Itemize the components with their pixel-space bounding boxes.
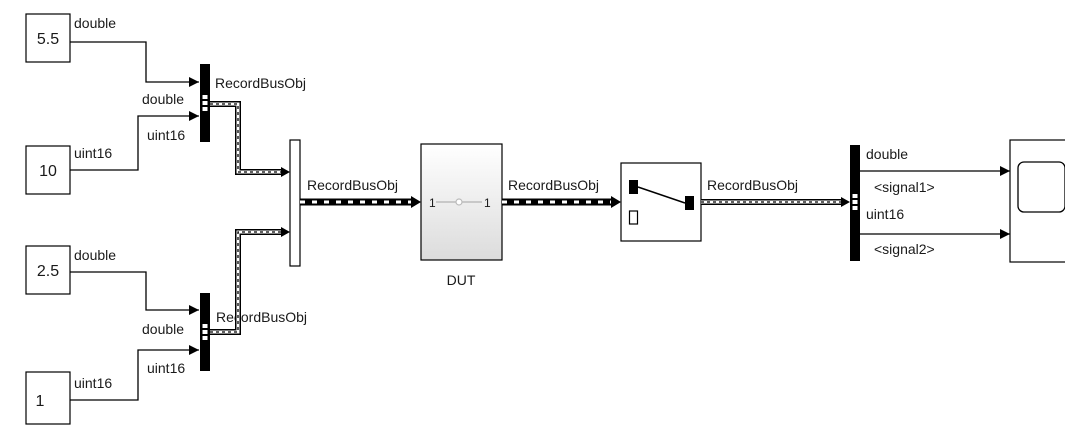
signal-type-label: uint16 (74, 145, 112, 161)
constant-block-2[interactable]: 10 (25, 145, 71, 195)
bus-label: RecordBusObj (707, 177, 798, 193)
constant-value: 5.5 (37, 31, 59, 48)
signal-type-label: uint16 (74, 375, 112, 391)
port-label: double (142, 321, 184, 337)
vector-concatenate-block[interactable] (289, 139, 301, 267)
bus-line[interactable] (210, 101, 290, 177)
signal-line[interactable] (70, 41, 199, 87)
dut-subsystem-block[interactable]: 1 1 (420, 143, 503, 261)
bus-label: RecordBusObj (508, 177, 599, 193)
bus-line[interactable] (300, 196, 421, 208)
bus-creator-top[interactable] (200, 64, 210, 142)
bus-line[interactable] (701, 197, 850, 207)
bus-selector-block[interactable] (850, 145, 860, 261)
bus-label: RecordBusObj (216, 309, 307, 325)
port-label: double (866, 146, 908, 162)
dut-name-label: DUT (447, 272, 476, 288)
bus-label: RecordBusObj (307, 177, 398, 193)
scope-block[interactable] (1009, 139, 1065, 263)
bus-creator-bottom[interactable] (200, 293, 210, 371)
signal-line[interactable] (70, 111, 199, 171)
dut-icon-out: 1 (484, 196, 491, 210)
signal-type-label: double (74, 247, 116, 263)
signal-line[interactable] (70, 345, 199, 401)
signal-type-label: double (74, 15, 116, 31)
signal-name-label: <signal1> (874, 179, 935, 195)
constant-value: 1 (36, 393, 45, 410)
signal-name-label: <signal2> (874, 241, 935, 257)
constant-value: 10 (39, 163, 57, 180)
bus-line[interactable] (210, 227, 290, 335)
port-label: uint16 (147, 127, 185, 143)
port-label: uint16 (866, 206, 904, 222)
bus-label: RecordBusObj (215, 75, 306, 91)
constant-value: 2.5 (37, 263, 59, 280)
constant-block-1[interactable]: 5.5 (25, 13, 71, 63)
bus-line[interactable] (502, 196, 621, 208)
constant-block-3[interactable]: 2.5 (25, 245, 71, 295)
dut-icon-in: 1 (429, 196, 436, 210)
port-label: uint16 (147, 360, 185, 376)
manual-switch-block[interactable] (620, 162, 702, 242)
constant-block-4[interactable]: 1 (25, 371, 71, 425)
port-label: double (142, 91, 184, 107)
signal-line[interactable] (70, 271, 199, 315)
